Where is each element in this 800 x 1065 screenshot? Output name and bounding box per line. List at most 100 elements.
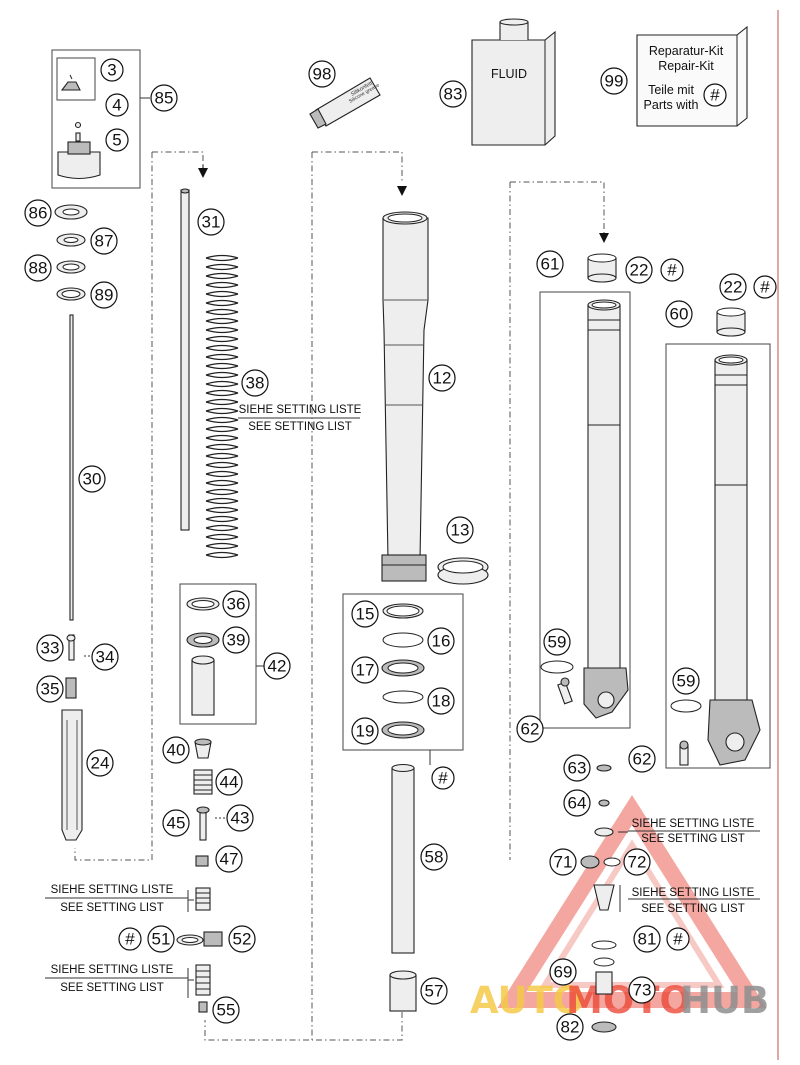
svg-text:43: 43 <box>231 809 250 828</box>
cartridge-24-shape <box>61 709 83 841</box>
callout-40: 40 <box>162 736 190 764</box>
callout-22b-hash: # <box>753 275 777 299</box>
seal-kit-box <box>342 593 464 751</box>
damper-rod-30 <box>69 314 74 621</box>
svg-text:SIEHE SETTING LISTE: SIEHE SETTING LISTE <box>51 964 174 976</box>
svg-text:88: 88 <box>29 259 48 278</box>
svg-text:#: # <box>760 278 770 297</box>
svg-text:#: # <box>125 930 135 949</box>
callout-72: 72 <box>623 848 651 876</box>
callout-81-hash: # <box>666 927 690 951</box>
lower-leg-61-shape <box>583 299 629 719</box>
bushing-22b-shape <box>716 307 746 337</box>
callout-31: 31 <box>197 208 225 236</box>
svg-text:44: 44 <box>220 773 239 792</box>
callout-98: 98 <box>308 60 336 88</box>
callout-33: 33 <box>36 634 64 662</box>
svg-text:19: 19 <box>356 722 375 741</box>
damper-cap-shape <box>57 151 101 180</box>
svg-text:34: 34 <box>96 648 115 667</box>
svg-text:62: 62 <box>633 750 652 769</box>
svg-text:61: 61 <box>541 255 560 274</box>
callout-4: 4 <box>105 93 129 117</box>
shim-stack-lower <box>195 964 211 996</box>
svg-text:12: 12 <box>433 369 452 388</box>
svg-text:4: 4 <box>112 96 121 115</box>
svg-text:30: 30 <box>83 470 102 489</box>
callout-19: 19 <box>351 717 379 745</box>
callout-59b: 59 <box>672 667 700 695</box>
callout-69: 69 <box>549 958 577 986</box>
callout-86: 86 <box>24 199 52 227</box>
svg-text:62: 62 <box>521 720 540 739</box>
callout-52: 52 <box>228 925 256 953</box>
assembly-lines <box>74 151 609 1041</box>
svg-text:72: 72 <box>628 853 647 872</box>
callout-87: 87 <box>90 227 118 255</box>
fluid-label: FLUID <box>491 67 527 81</box>
callout-89: 89 <box>90 281 118 309</box>
callout-83: 83 <box>439 80 467 108</box>
callout-35: 35 <box>36 675 64 703</box>
kit-line3: Teile mit <box>648 83 694 97</box>
svg-text:SIEHE SETTING LISTE: SIEHE SETTING LISTE <box>239 404 362 416</box>
callout-30: 30 <box>78 465 106 493</box>
fork-spring-38 <box>205 254 239 559</box>
repair-kit-box-99: Reparatur-Kit Repair-Kit Teile mit Parts… <box>636 25 748 127</box>
svg-text:59: 59 <box>548 633 567 652</box>
callout-63: 63 <box>563 754 591 782</box>
svg-text:89: 89 <box>95 286 114 305</box>
svg-text:57: 57 <box>425 982 444 1001</box>
svg-text:63: 63 <box>568 759 587 778</box>
kit-line2: Repair-Kit <box>658 59 714 73</box>
svg-text:47: 47 <box>220 850 239 869</box>
callout-81: 81 <box>633 925 661 953</box>
svg-text:38: 38 <box>246 374 265 393</box>
svg-text:17: 17 <box>356 661 375 680</box>
callout-42: 42 <box>263 652 291 680</box>
piston-rod-31 <box>180 189 190 531</box>
ring-13-shape <box>437 557 489 585</box>
callout-60: 60 <box>665 300 693 328</box>
svg-text:SIEHE SETTING LISTE: SIEHE SETTING LISTE <box>632 818 755 830</box>
svg-text:59: 59 <box>677 672 696 691</box>
svg-text:73: 73 <box>633 981 652 1000</box>
svg-text:42: 42 <box>268 657 287 676</box>
setting-note-right-upper: SIEHE SETTING LISTE SEE SETTING LIST <box>628 818 760 845</box>
callout-58: 58 <box>420 843 448 871</box>
callout-18: 18 <box>427 687 455 715</box>
callout-47: 47 <box>215 845 243 873</box>
callout-17: 17 <box>351 656 379 684</box>
callout-13: 13 <box>446 516 474 544</box>
sub-box-3 <box>56 57 96 101</box>
svg-text:71: 71 <box>554 853 573 872</box>
lower-leg-box-60 <box>665 343 771 769</box>
kit-hash-symbol: # <box>710 86 720 105</box>
svg-text:51: 51 <box>152 930 171 949</box>
svg-text:98: 98 <box>313 65 332 84</box>
svg-text:24: 24 <box>91 754 110 773</box>
lower-leg-60-shape <box>707 354 761 766</box>
svg-text:31: 31 <box>202 213 221 232</box>
svg-text:5: 5 <box>112 131 121 150</box>
callout-88: 88 <box>24 254 52 282</box>
callout-99: 99 <box>600 67 628 95</box>
svg-text:18: 18 <box>432 692 451 711</box>
svg-text:SIEHE SETTING LISTE: SIEHE SETTING LISTE <box>51 884 174 896</box>
outer-tube-12 <box>381 211 429 582</box>
svg-text:39: 39 <box>227 631 246 650</box>
callout-24: 24 <box>86 749 114 777</box>
svg-text:82: 82 <box>561 1018 580 1037</box>
svg-text:22: 22 <box>630 261 649 280</box>
svg-text:SEE SETTING LIST: SEE SETTING LIST <box>60 982 164 994</box>
svg-text:45: 45 <box>167 814 186 833</box>
svg-text:16: 16 <box>432 632 451 651</box>
svg-text:86: 86 <box>29 204 48 223</box>
callout-34: 34 <box>91 643 119 671</box>
callout-44: 44 <box>215 768 243 796</box>
svg-text:#: # <box>438 769 448 788</box>
callout-36: 36 <box>222 590 250 618</box>
callout-seal-hash: # <box>431 766 455 790</box>
watermark-logo: AUTO MOTO HUB <box>470 795 769 1022</box>
callout-61: 61 <box>536 250 564 278</box>
